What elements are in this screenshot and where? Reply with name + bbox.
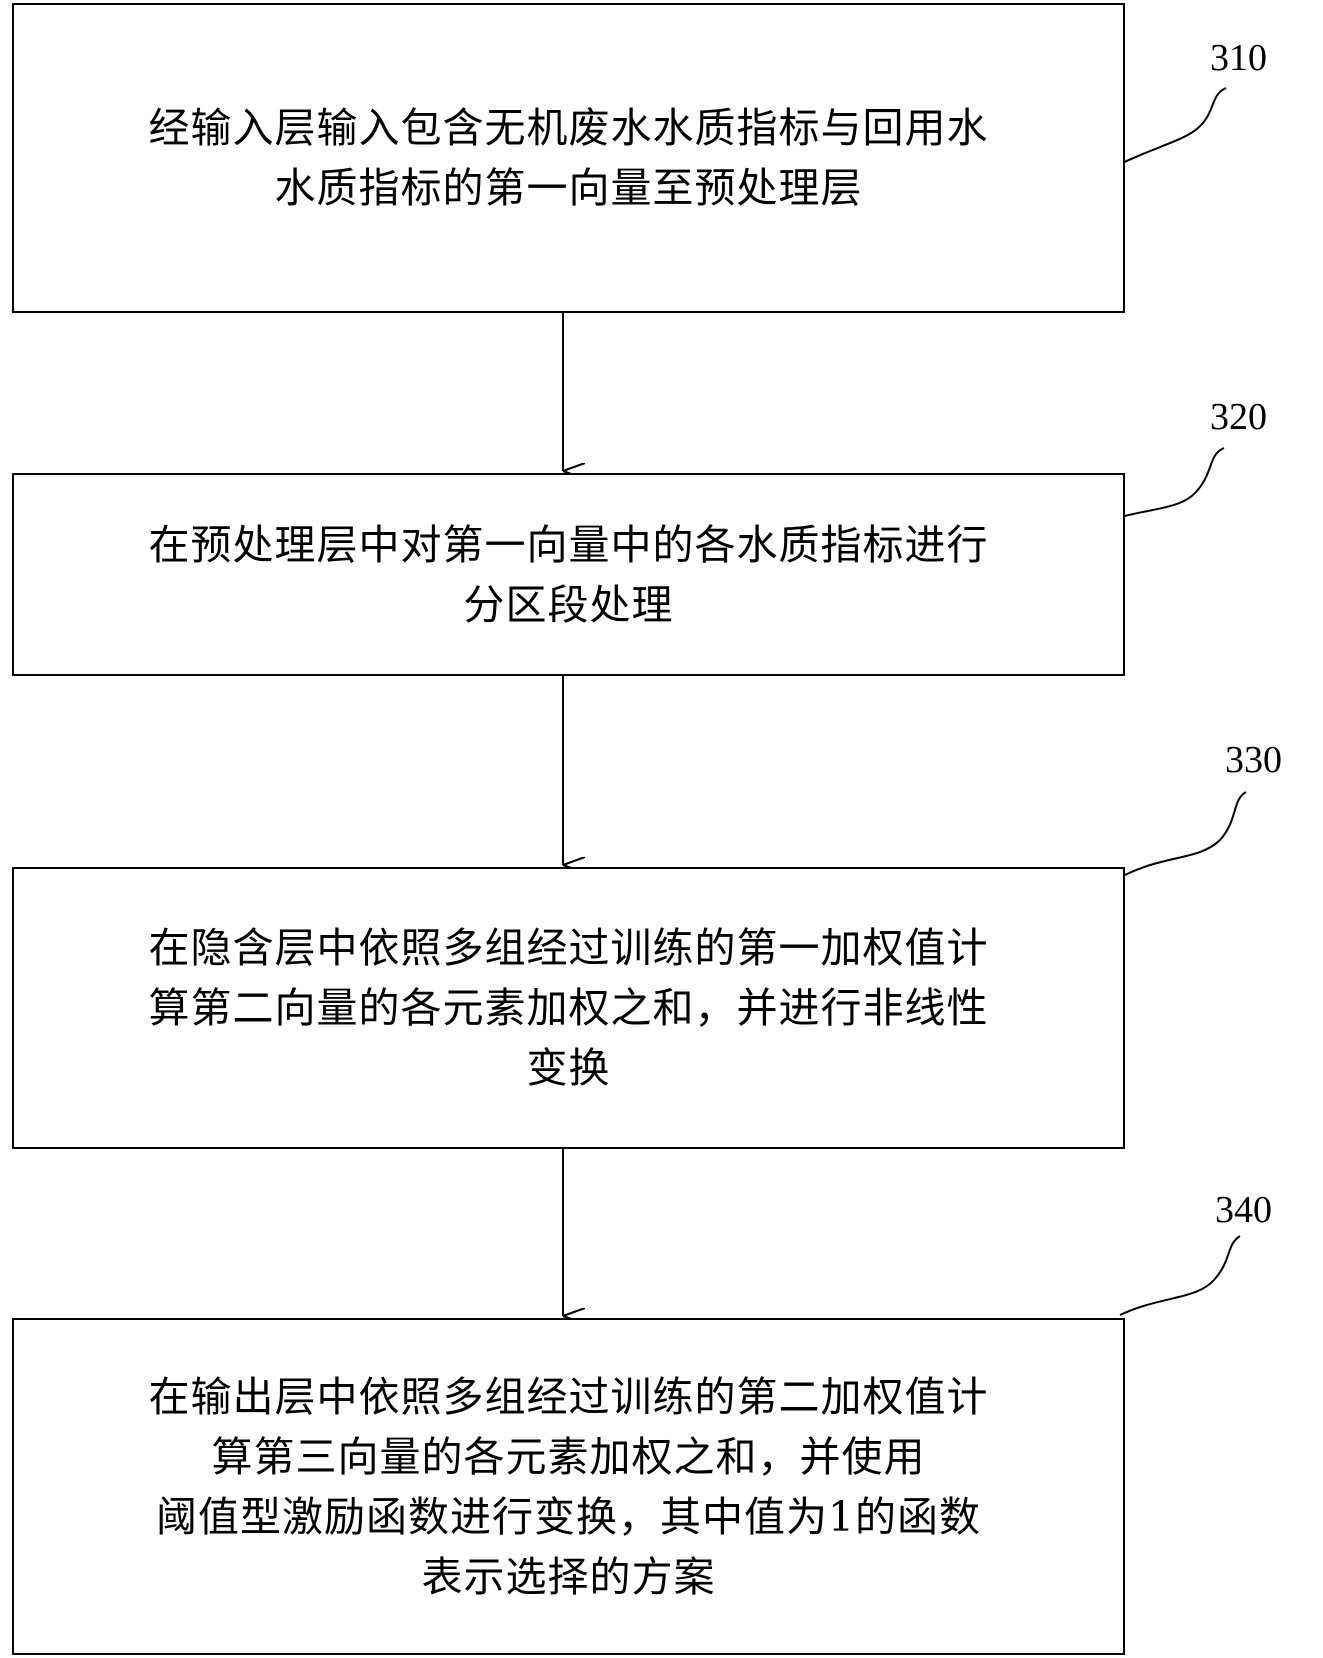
step-box-330: 在隐含层中依照多组经过训练的第一加权值计 算第二向量的各元素加权之和，并进行非线… — [12, 867, 1125, 1149]
step-text-line: 阈值型激励函数进行变换，其中值为1的函数 — [155, 1492, 982, 1541]
step-number-label: 320 — [1210, 396, 1267, 438]
step-box-340: 在输出层中依照多组经过训练的第二加权值计 算第三向量的各元素加权之和，并使用 阈… — [12, 1318, 1125, 1655]
leader-curve-330 — [1124, 791, 1247, 876]
step-text-line: 在输出层中依照多组经过训练的第二加权值计 — [148, 1372, 989, 1421]
step-number-label: 310 — [1210, 37, 1267, 79]
step-text-line: 在预处理层中对第一向量中的各水质指标进行 — [148, 520, 989, 569]
leader-curve-310 — [1107, 87, 1227, 171]
leader-curve-340 — [1119, 1235, 1241, 1316]
step-box-310: 经输入层输入包含无机废水水质指标与回用水 水质指标的第一向量至预处理层 — [12, 3, 1125, 313]
step-box-320: 在预处理层中对第一向量中的各水质指标进行 分区段处理 — [12, 473, 1125, 676]
leader-curve-320 — [1109, 447, 1225, 521]
step-text-line: 算第三向量的各元素加权之和，并使用 — [211, 1432, 926, 1481]
step-text-line: 变换 — [526, 1044, 611, 1092]
step-text-line: 水质指标的第一向量至预处理层 — [274, 164, 863, 212]
step-text-line: 表示选择的方案 — [421, 1552, 716, 1601]
step-text-line: 经输入层输入包含无机废水水质指标与回用水 — [148, 104, 989, 152]
step-text-line: 分区段处理 — [463, 580, 674, 629]
step-text-line: 在隐含层中依照多组经过训练的第一加权值计 — [148, 924, 989, 972]
step-number-label: 340 — [1215, 1189, 1272, 1231]
step-number-label: 330 — [1225, 739, 1282, 781]
step-text-line: 算第二向量的各元素加权之和，并进行非线性 — [148, 984, 989, 1032]
